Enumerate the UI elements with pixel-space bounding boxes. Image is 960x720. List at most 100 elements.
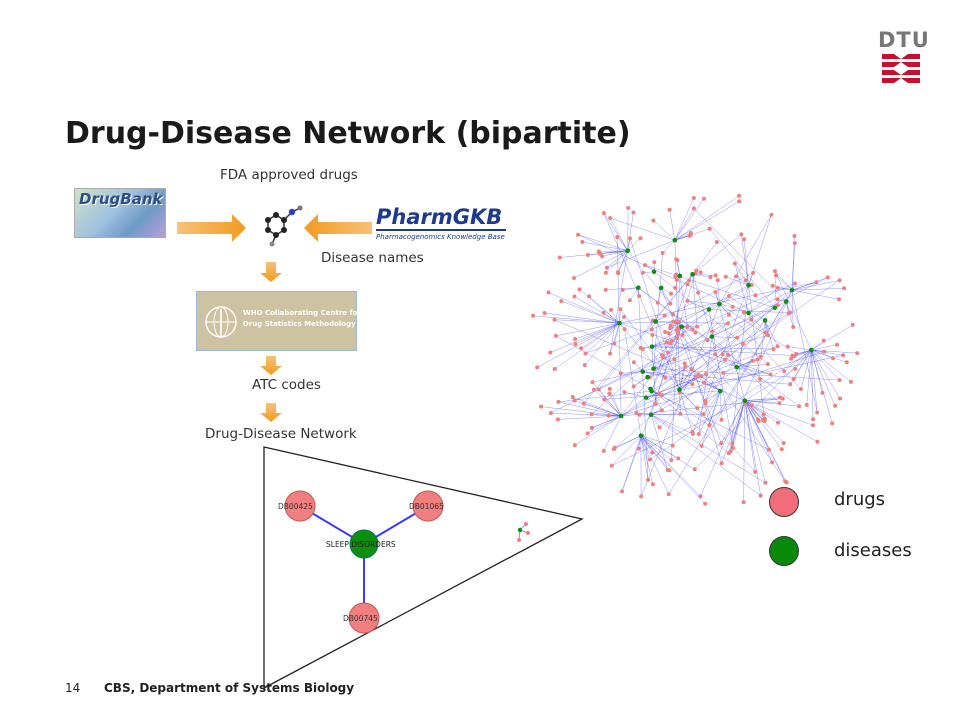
network-disease-node xyxy=(742,398,748,403)
network-drug-node xyxy=(734,274,739,279)
network-disease-node xyxy=(783,299,789,304)
network-drug-node xyxy=(837,378,842,383)
network-drug-node xyxy=(792,281,797,286)
network-drug-node xyxy=(781,441,786,446)
network-drug-node xyxy=(699,443,704,448)
network-drug-node xyxy=(618,307,623,312)
network-drug-node xyxy=(683,365,688,370)
network-drug-node xyxy=(830,356,835,361)
network-drug-node xyxy=(741,341,746,346)
network-disease-node xyxy=(690,272,695,277)
legend-diseases-label: diseases xyxy=(834,540,912,561)
network-drug-node xyxy=(825,275,830,280)
network-drug-node xyxy=(585,253,590,258)
drug-node xyxy=(412,490,444,522)
network-drug-node xyxy=(620,489,625,494)
network-drug-node xyxy=(770,283,775,288)
network-drug-node xyxy=(631,210,636,215)
network-drug-node xyxy=(741,310,746,315)
network-drug-node xyxy=(604,265,609,270)
network-drug-node xyxy=(609,463,614,468)
network-drug-node xyxy=(691,196,696,201)
network-drug-node xyxy=(583,351,588,356)
drug-node xyxy=(348,602,380,634)
arrow-left-icon xyxy=(304,214,372,242)
network-drug-node xyxy=(552,317,557,322)
drug-node-label: DB01065 xyxy=(409,502,444,511)
network-drug-node xyxy=(708,275,713,280)
network-drug-node xyxy=(607,386,612,391)
network-drug-node xyxy=(634,410,639,415)
pharmgkb-logo-text: PharmGKB xyxy=(376,205,503,229)
network-drug-node xyxy=(766,333,771,338)
network-drug-node xyxy=(788,382,793,387)
network-drug-node xyxy=(842,286,847,291)
network-drug-node xyxy=(821,338,826,343)
network-drug-node xyxy=(542,310,547,315)
network-drug-node xyxy=(715,278,720,283)
network-drug-node xyxy=(585,431,590,436)
arrow-right-icon xyxy=(177,214,246,242)
network-drug-node xyxy=(535,365,540,370)
network-drug-node xyxy=(691,206,696,211)
dtu-logo-text: DTU xyxy=(878,28,930,52)
network-drug-node xyxy=(739,232,744,237)
network-drug-node xyxy=(673,285,678,290)
network-drug-node xyxy=(576,232,581,237)
network-drug-node xyxy=(726,294,731,299)
inset-edges xyxy=(299,505,429,618)
network-drug-node xyxy=(753,469,758,474)
network-drug-node xyxy=(626,206,631,211)
network-drug-node xyxy=(783,479,788,484)
network-drug-node xyxy=(570,395,575,400)
network-drug-node xyxy=(690,382,695,387)
network-drug-node xyxy=(601,211,606,216)
network-graph xyxy=(531,193,860,506)
network-drug-node xyxy=(785,344,790,349)
network-drug-node xyxy=(637,412,642,417)
footer-text: CBS, Department of Systems Biology xyxy=(104,681,355,695)
network-drug-node xyxy=(687,278,692,283)
network-drug-node xyxy=(668,323,673,328)
network-drug-node xyxy=(620,288,625,293)
network-drug-node xyxy=(837,278,842,283)
network-drug-node xyxy=(601,310,606,315)
network-drug-node xyxy=(660,250,665,255)
network-drug-node xyxy=(815,410,820,415)
network-drug-node xyxy=(650,450,655,455)
network-drug-node xyxy=(552,366,557,371)
network-drug-node xyxy=(794,351,799,356)
molecule-icon xyxy=(265,205,303,247)
network-drug-node xyxy=(713,352,718,357)
network-drug-node xyxy=(758,354,763,359)
network-disease-node xyxy=(808,347,814,353)
network-disease-node xyxy=(718,388,723,394)
network-drug-node xyxy=(663,330,668,335)
network-drug-node xyxy=(553,333,558,338)
drug-node xyxy=(284,490,316,522)
network-drug-node xyxy=(600,254,605,259)
network-drug-node xyxy=(707,226,712,231)
network-drug-node xyxy=(557,255,562,260)
network-drug-node xyxy=(793,366,798,371)
network-drug-node xyxy=(666,492,671,497)
network-drug-node xyxy=(725,352,730,357)
page-title: Drug-Disease Network (bipartite) xyxy=(65,116,631,151)
network-disease-node xyxy=(617,320,622,326)
network-drug-node xyxy=(548,350,553,355)
disease-node xyxy=(349,529,379,559)
network-disease-node xyxy=(618,413,624,419)
network-drug-node xyxy=(612,341,617,346)
network-drug-node xyxy=(674,272,679,277)
network-drug-node xyxy=(601,448,606,453)
network-drug-node xyxy=(664,340,669,345)
network-drug-node xyxy=(737,199,742,204)
network-drug-node xyxy=(798,387,803,392)
network-drug-node xyxy=(640,270,645,275)
network-drug-node xyxy=(788,310,793,315)
network-drug-node xyxy=(671,319,676,324)
network-drug-node xyxy=(726,451,731,456)
network-drug-node xyxy=(741,500,746,505)
network-drug-node xyxy=(693,374,698,379)
network-drug-node xyxy=(609,307,614,312)
